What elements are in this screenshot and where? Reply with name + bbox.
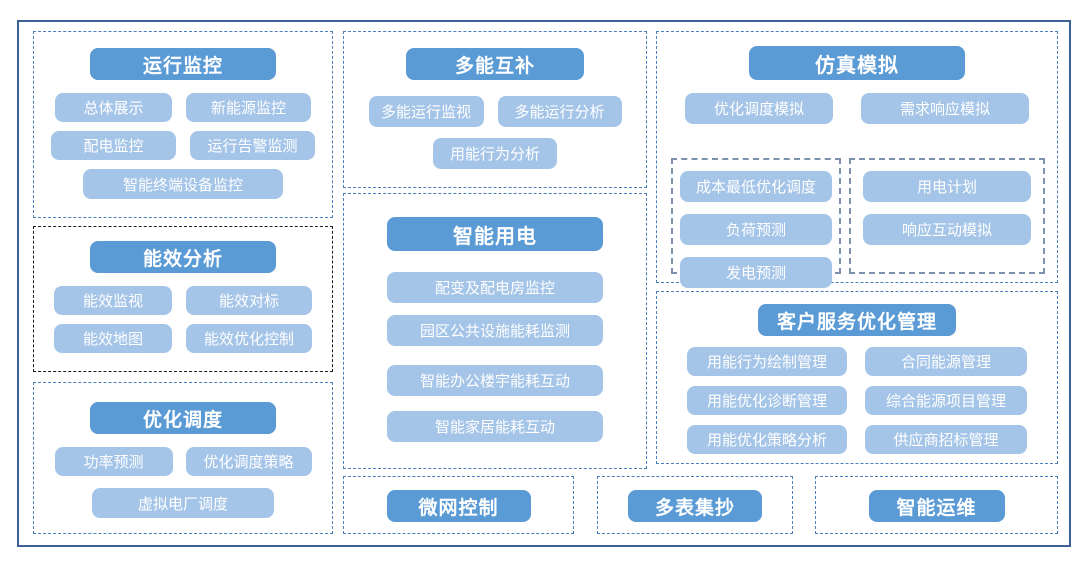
group-optimal-dispatch[interactable]: 优化调度 功率预测 优化调度策略 虚拟电厂调度 [33, 382, 333, 534]
item-electricity-plan[interactable]: 用电计划 [863, 171, 1031, 202]
item-power-forecast[interactable]: 功率预测 [54, 447, 173, 476]
group-title-microgrid-control: 微网控制 [386, 490, 531, 522]
item-smart-home-energy-interaction[interactable]: 智能家居能耗互动 [387, 411, 603, 442]
subgroup-dispatch-simulation[interactable]: 成本最低优化调度 负荷预测 发电预测 [671, 158, 841, 288]
group-efficiency-analysis[interactable]: 能效分析 能效监视 能效对标 能效地图 能效优化控制 [33, 226, 333, 372]
item-optimal-dispatch-simulation[interactable]: 优化调度模拟 [685, 93, 833, 124]
group-title-customer-service: 客户服务优化管理 [758, 304, 956, 336]
item-row: 多能运行监视 多能运行分析 [368, 96, 622, 127]
item-row: 负荷预测 [673, 214, 839, 245]
group-multi-meter-reading[interactable]: 多表集抄 [597, 476, 793, 534]
item-lowest-cost-optimal-dispatch[interactable]: 成本最低优化调度 [680, 171, 832, 202]
item-load-forecast[interactable]: 负荷预测 [680, 214, 832, 245]
group-title-simulation: 仿真模拟 [749, 46, 965, 80]
item-operation-alarm-monitoring[interactable]: 运行告警监测 [190, 131, 315, 160]
item-generation-forecast[interactable]: 发电预测 [680, 257, 832, 288]
item-row: 总体展示 新能源监控 [55, 93, 311, 122]
item-energy-optimization-strategy-analysis[interactable]: 用能优化策略分析 [687, 425, 847, 454]
item-row: 用能行为分析 [433, 138, 557, 169]
item-smart-terminal-device-monitoring[interactable]: 智能终端设备监控 [83, 169, 283, 199]
group-title-multi-energy: 多能互补 [406, 48, 584, 80]
item-virtual-power-plant-dispatch[interactable]: 虚拟电厂调度 [92, 488, 274, 518]
item-row: 智能办公楼宇能耗互动 [387, 365, 603, 396]
item-row: 智能终端设备监控 [83, 169, 283, 199]
subgroup-demand-response[interactable]: 用电计划 响应互动模拟 [849, 158, 1045, 274]
group-simulation[interactable]: 仿真模拟 优化调度模拟 需求响应模拟 成本最低优化调度 负荷预测 发电预测 用电… [656, 31, 1058, 288]
item-multi-energy-operation-monitoring[interactable]: 多能运行监视 [368, 96, 484, 127]
item-efficiency-monitoring[interactable]: 能效监视 [54, 286, 172, 315]
item-row: 成本最低优化调度 [673, 171, 839, 202]
item-row: 用电计划 [851, 171, 1043, 202]
outer-frame [17, 20, 1071, 547]
group-microgrid-control[interactable]: 微网控制 [343, 476, 574, 534]
item-row: 园区公共设施能耗监测 [387, 315, 603, 346]
item-efficiency-benchmarking[interactable]: 能效对标 [186, 286, 312, 315]
item-row: 功率预测 优化调度策略 [54, 447, 312, 476]
item-multi-energy-operation-analysis[interactable]: 多能运行分析 [497, 96, 622, 127]
item-row: 优化调度模拟 需求响应模拟 [685, 93, 1029, 124]
item-row: 响应互动模拟 [851, 214, 1043, 245]
group-title-efficiency-analysis: 能效分析 [90, 241, 276, 273]
item-transformer-substation-monitoring[interactable]: 配变及配电房监控 [387, 272, 603, 303]
item-supplier-bidding-management[interactable]: 供应商招标管理 [865, 425, 1027, 454]
group-smart-operation-maintenance[interactable]: 智能运维 [815, 476, 1058, 534]
item-grid: 用能行为绘制管理 合同能源管理 用能优化诊断管理 综合能源项目管理 用能优化策略… [687, 347, 1027, 454]
item-new-energy-monitoring[interactable]: 新能源监控 [186, 93, 311, 122]
group-title-operation-monitoring: 运行监控 [90, 48, 276, 80]
item-row: 虚拟电厂调度 [92, 488, 274, 518]
item-demand-response-simulation[interactable]: 需求响应模拟 [861, 93, 1029, 124]
item-response-interaction-simulation[interactable]: 响应互动模拟 [863, 214, 1031, 245]
item-energy-optimization-diagnosis-management[interactable]: 用能优化诊断管理 [687, 386, 847, 415]
group-title-multi-meter-reading: 多表集抄 [628, 490, 762, 522]
item-row: 智能家居能耗互动 [387, 411, 603, 442]
item-overall-display[interactable]: 总体展示 [55, 93, 172, 122]
group-customer-service-optimization[interactable]: 客户服务优化管理 用能行为绘制管理 合同能源管理 用能优化诊断管理 综合能源项目… [656, 291, 1058, 464]
item-optimal-dispatch-strategy[interactable]: 优化调度策略 [185, 447, 312, 476]
item-energy-behavior-analysis[interactable]: 用能行为分析 [433, 138, 557, 169]
group-operation-monitoring[interactable]: 运行监控 总体展示 新能源监控 配电监控 运行告警监测 智能终端设备监控 [33, 31, 333, 218]
item-efficiency-optimization-control[interactable]: 能效优化控制 [186, 324, 312, 353]
group-multi-energy-complementarity[interactable]: 多能互补 多能运行监视 多能运行分析 用能行为分析 [343, 31, 647, 188]
item-row: 能效地图 能效优化控制 [54, 324, 312, 353]
item-integrated-energy-project-management[interactable]: 综合能源项目管理 [865, 386, 1027, 415]
item-smart-office-building-energy-interaction[interactable]: 智能办公楼宇能耗互动 [387, 365, 603, 396]
item-energy-behavior-profiling-management[interactable]: 用能行为绘制管理 [687, 347, 847, 376]
item-row: 发电预测 [673, 257, 839, 288]
item-efficiency-map[interactable]: 能效地图 [54, 324, 172, 353]
group-title-optimal-dispatch: 优化调度 [90, 402, 276, 434]
item-row: 配电监控 运行告警监测 [51, 131, 315, 160]
group-title-smart-om: 智能运维 [868, 490, 1005, 522]
item-row: 配变及配电房监控 [387, 272, 603, 303]
item-distribution-monitoring[interactable]: 配电监控 [51, 131, 176, 160]
group-title-smart-electricity: 智能用电 [387, 217, 603, 251]
item-row: 能效监视 能效对标 [54, 286, 312, 315]
item-contract-energy-management[interactable]: 合同能源管理 [865, 347, 1027, 376]
group-smart-electricity[interactable]: 智能用电 配变及配电房监控 园区公共设施能耗监测 智能办公楼宇能耗互动 智能家居… [343, 193, 647, 469]
item-park-public-facility-energy-monitoring[interactable]: 园区公共设施能耗监测 [387, 315, 603, 346]
